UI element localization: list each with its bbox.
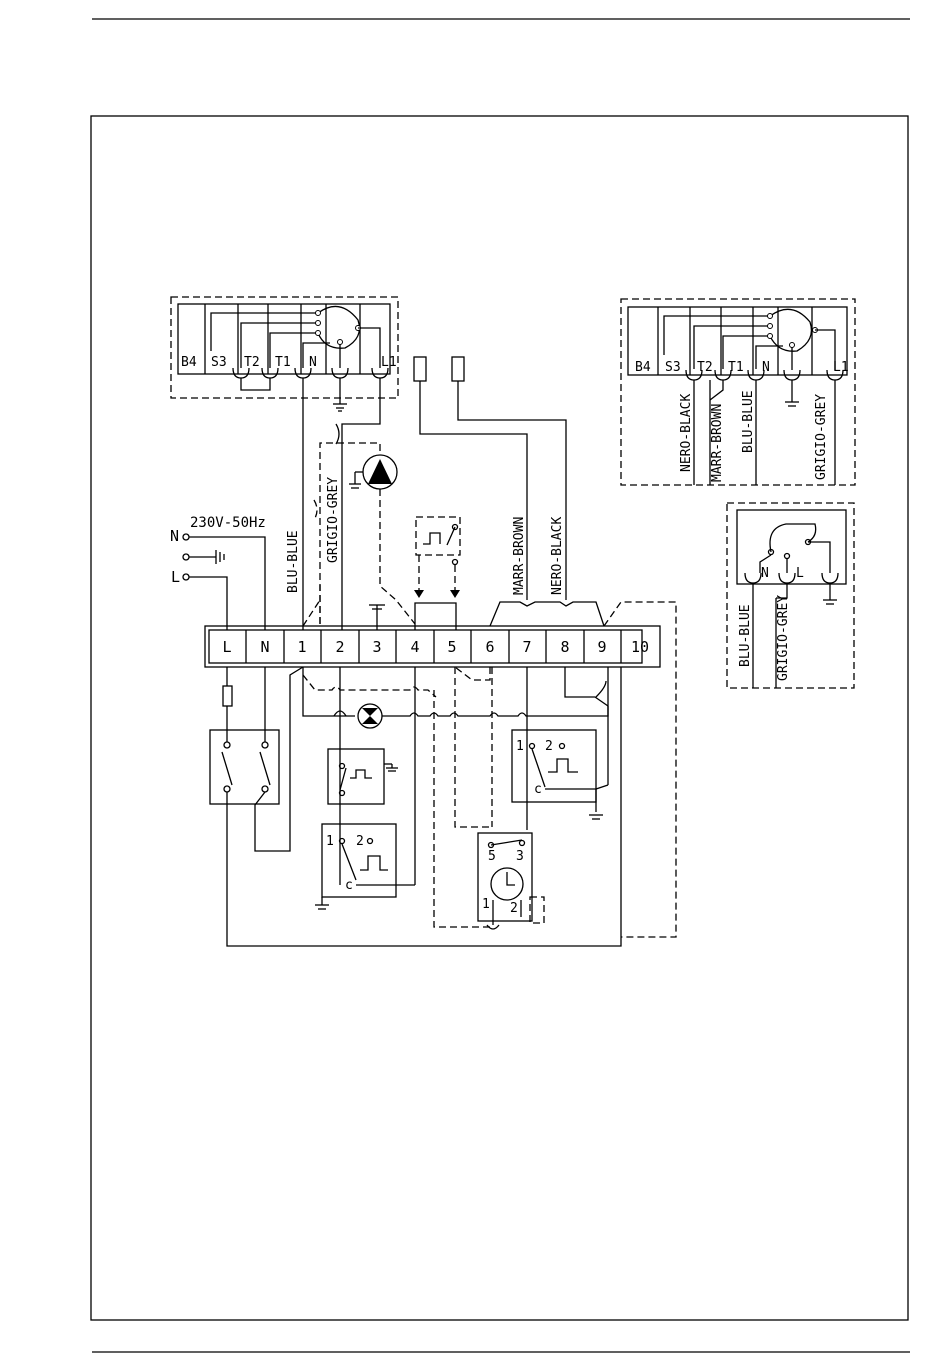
room-thermostat-2: 1 2 c [512, 730, 603, 819]
terminal-5: 5 [447, 638, 456, 656]
main-switch [210, 730, 279, 804]
pump-icon [349, 455, 397, 489]
rt2-contact-2: 2 [545, 739, 553, 754]
timer-clock: 5 3 1 2 [478, 833, 544, 929]
sel-left-t2: T2 [244, 355, 260, 370]
motor-wire-grigio: GRIGIO-GREY [776, 595, 791, 681]
earth-icon [216, 550, 224, 564]
terminal-6: 6 [485, 638, 494, 656]
sel-right-t2: T2 [697, 360, 713, 375]
fuse [223, 686, 232, 706]
right-wire-marr: MARR-BROWN [710, 404, 725, 482]
selector-switch-right: B4 S3 T2 T1 N L1 NERO [621, 299, 855, 485]
timer-contact-2: 2 [510, 901, 518, 916]
sel-left-n: N [309, 355, 317, 370]
rt2-contact-c: c [534, 782, 542, 797]
terminal-8: 8 [560, 638, 569, 656]
indicator-lamp-icon [358, 704, 382, 728]
right-wire-blu: BLU-BLUE [741, 390, 756, 453]
terminal-1: 1 [297, 638, 306, 656]
terminal-2: 2 [335, 638, 344, 656]
room-thermostat-1: 1 2 c [315, 824, 415, 909]
sel-right-s3: S3 [665, 360, 681, 375]
timer-contact-5: 5 [488, 849, 496, 864]
motor-wire-blu: BLU-BLUE [738, 604, 753, 667]
terminal-10: 10 [631, 638, 649, 656]
motor-pin-l: L [796, 566, 804, 581]
rt1-contact-2: 2 [356, 834, 364, 849]
power-supply: 230V-50Hz N L [170, 515, 266, 630]
rt1-contact-c: c [345, 878, 353, 893]
motor-box: N L BLU-BLUE GRIGIO-GREY [727, 503, 854, 688]
sel-left-s3: S3 [211, 355, 227, 370]
terminal-3: 3 [372, 638, 381, 656]
terminal-7: 7 [522, 638, 531, 656]
wire-label-marr: MARR-BROWN [512, 517, 527, 595]
supply-live-label: L [171, 568, 180, 586]
limit-thermostat [414, 517, 460, 630]
terminal-block: L N 1 2 3 4 5 6 7 8 9 10 [205, 626, 660, 667]
wire-label-blu: BLU-BLUE [286, 530, 301, 593]
sensor-connector-1 [414, 357, 426, 381]
terminal-L: L [222, 638, 231, 656]
sel-left-t1: T1 [275, 355, 291, 370]
wire-label-grigio: GRIGIO-GREY [326, 477, 341, 563]
right-wire-grigio: GRIGIO-GREY [814, 394, 829, 480]
terminal-4: 4 [410, 638, 419, 656]
terminal-N: N [260, 638, 269, 656]
rt1-contact-1: 1 [326, 834, 334, 849]
supply-label: 230V-50Hz [190, 515, 266, 531]
wire-label-nero: NERO-BLACK [550, 517, 565, 595]
rt2-contact-1: 1 [516, 739, 524, 754]
sel-left-b4: B4 [181, 355, 197, 370]
motor-pin-n: N [761, 566, 769, 581]
terminal-9: 9 [597, 638, 606, 656]
timer-contact-1: 1 [482, 897, 490, 912]
sel-left-l1: L1 [381, 355, 397, 370]
sel-right-b4: B4 [635, 360, 651, 375]
diagram-frame [91, 116, 908, 1320]
selector-switch-left: B4 S3 T2 T1 N L1 [171, 297, 398, 411]
boiler-thermostat [328, 749, 398, 804]
supply-neutral-label: N [170, 527, 179, 545]
right-wire-nero: NERO-BLACK [679, 394, 694, 472]
sensor-connector-2 [452, 357, 464, 381]
timer-contact-3: 3 [516, 849, 524, 864]
